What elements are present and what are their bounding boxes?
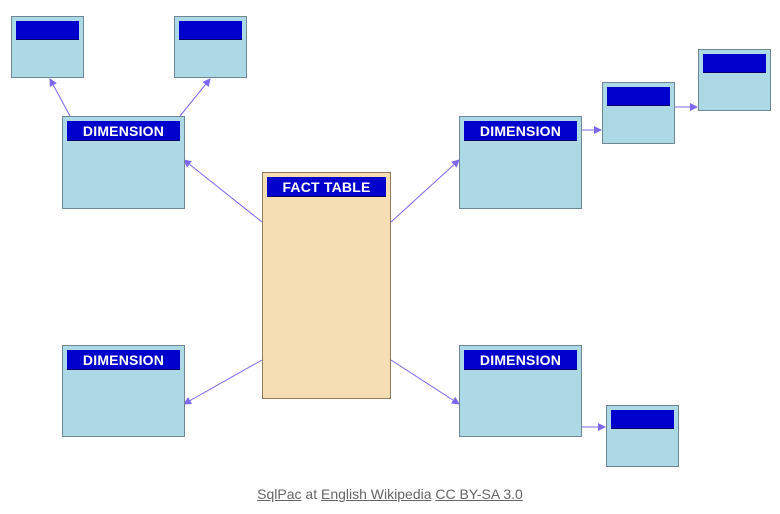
dimension-box-bottom-left: DIMENSION (62, 345, 185, 437)
dimension-header: DIMENSION (464, 350, 577, 370)
license-link[interactable]: CC BY-SA 3.0 (435, 486, 523, 502)
dimension-header: DIMENSION (67, 350, 180, 370)
caption-at-text: at (305, 486, 318, 502)
arrow-fact-to-dim-top-right (390, 159, 460, 223)
sub-dimension-header (607, 87, 670, 106)
fact-table-box: FACT TABLE (262, 172, 391, 399)
star-schema-diagram: DIMENSION DIMENSION DIMENSION DIMENSION … (11, 16, 771, 467)
image-credit-caption: SqlPac at English Wikipedia CC BY-SA 3.0 (0, 486, 780, 502)
sub-dimension-box-5 (606, 405, 679, 467)
fact-table-header: FACT TABLE (267, 177, 386, 197)
sub-dimension-box-2 (174, 16, 247, 78)
author-link[interactable]: SqlPac (257, 486, 302, 502)
dimension-header: DIMENSION (67, 121, 180, 141)
arrow-fact-to-dim-bottom-right (390, 359, 460, 405)
arrow-fact-to-dim-bottom-left (183, 359, 263, 405)
arrow-dim-tl-to-sub-1 (49, 78, 71, 117)
sub-dimension-box-4 (698, 49, 771, 111)
dimension-box-bottom-right: DIMENSION (459, 345, 582, 437)
arrow-fact-to-dim-top-left (183, 159, 263, 223)
source-link[interactable]: English Wikipedia (321, 486, 432, 502)
arrow-dim-tl-to-sub-2 (179, 78, 211, 117)
sub-dimension-header (179, 21, 242, 40)
sub-dimension-box-1 (11, 16, 84, 78)
dimension-box-top-right: DIMENSION (459, 116, 582, 209)
dimension-header: DIMENSION (464, 121, 577, 141)
dimension-box-top-left: DIMENSION (62, 116, 185, 209)
sub-dimension-header (611, 410, 674, 429)
sub-dimension-header (16, 21, 79, 40)
sub-dimension-box-3 (602, 82, 675, 144)
sub-dimension-header (703, 54, 766, 73)
